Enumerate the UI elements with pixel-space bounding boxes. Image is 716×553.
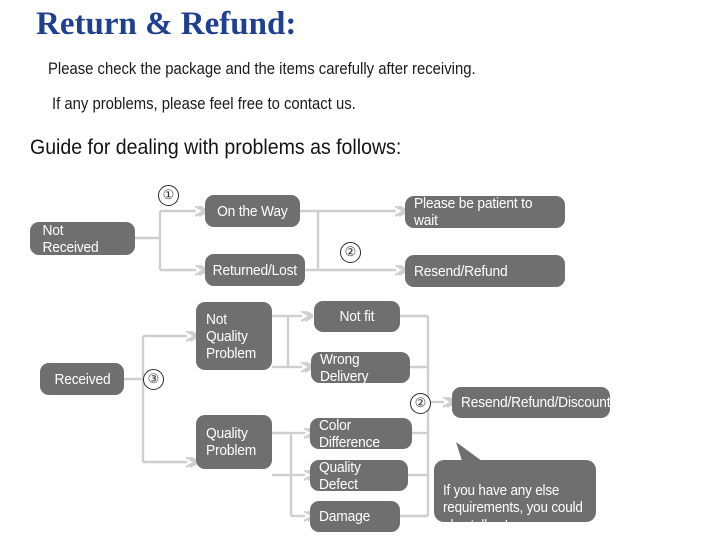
- return-refund-infographic: Return & Refund: Please check the packag…: [30, 0, 611, 536]
- node-resend-refund-discount-label: Resend/Refund/Discount: [461, 394, 611, 411]
- node-on-the-way-label: On the Way: [217, 202, 288, 220]
- step-marker-3-label: ③: [147, 371, 160, 386]
- node-quality-defect-label: Quality Defect: [319, 458, 361, 493]
- node-returned-lost[interactable]: Returned/Lost: [205, 254, 305, 286]
- flow-connectors: [124, 0, 497, 536]
- guide-heading: Guide for dealing with problems as follo…: [30, 136, 402, 159]
- intro-line-1: Please check the package and the items c…: [48, 60, 476, 78]
- step-marker-2-bottom: ②: [410, 393, 431, 414]
- node-not-received[interactable]: Not Received: [30, 221, 135, 256]
- step-marker-3: ③: [143, 369, 164, 390]
- step-marker-2-bottom-label: ②: [414, 395, 427, 410]
- callout-text: If you have any else requirements, you c…: [443, 482, 583, 534]
- node-received[interactable]: Received: [40, 363, 124, 395]
- node-not-quality-problem[interactable]: Not Quality Problem: [196, 302, 272, 370]
- intro-line-2: If any problems, please feel free to con…: [52, 95, 356, 113]
- page-title: Return & Refund:: [36, 6, 297, 42]
- node-not-received-label: Not Received: [42, 221, 99, 256]
- step-marker-1-label: ①: [162, 187, 175, 202]
- step-marker-1: ①: [158, 185, 179, 206]
- node-resend-refund[interactable]: Resend/Refund: [405, 255, 565, 287]
- node-returned-lost-label: Returned/Lost: [212, 261, 298, 279]
- node-color-difference[interactable]: Color Difference: [310, 416, 412, 451]
- node-not-fit-label: Not fit: [339, 308, 375, 325]
- node-resend-refund-discount[interactable]: Resend/Refund/Discount: [452, 387, 611, 418]
- callout-bubble: If you have any else requirements, you c…: [434, 460, 596, 534]
- node-on-the-way[interactable]: On the Way: [205, 195, 300, 227]
- node-not-fit[interactable]: Not fit: [314, 301, 400, 332]
- node-not-quality-problem-label: Not Quality Problem: [206, 310, 257, 362]
- node-please-be-patient-label: Please be patient to wait: [414, 195, 533, 229]
- step-marker-2-top-label: ②: [344, 244, 357, 259]
- node-quality-problem-label: Quality Problem: [206, 425, 257, 459]
- flow-diagram: Not Received On the Way Returned/Lost Pl…: [30, 0, 611, 536]
- node-color-difference-label: Color Difference: [319, 416, 380, 451]
- step-marker-2-top: ②: [340, 242, 361, 263]
- node-received-label: Received: [53, 370, 111, 388]
- node-damage[interactable]: Damage: [310, 501, 400, 532]
- node-wrong-delivery[interactable]: Wrong Delivery: [311, 350, 410, 385]
- node-quality-problem[interactable]: Quality Problem: [196, 415, 272, 469]
- node-please-be-patient[interactable]: Please be patient to wait: [405, 195, 565, 229]
- node-wrong-delivery-label: Wrong Delivery: [320, 350, 369, 385]
- node-damage-label: Damage: [319, 508, 371, 525]
- node-quality-defect[interactable]: Quality Defect: [310, 458, 408, 493]
- node-resend-refund-label: Resend/Refund: [414, 262, 508, 280]
